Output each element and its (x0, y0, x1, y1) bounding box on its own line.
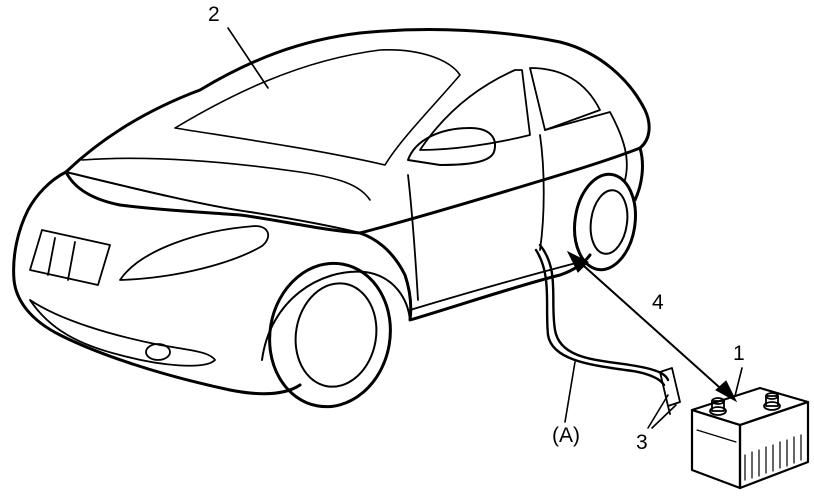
front-side-window (419, 69, 531, 151)
rear-tire (573, 172, 637, 272)
leader-2 (227, 27, 269, 89)
cover-hem-line (65, 171, 361, 234)
cable-a (538, 243, 670, 382)
battery-terminal-negative (709, 397, 727, 416)
windshield-line (174, 49, 461, 166)
rocker-panel (409, 261, 581, 311)
clip-pair (659, 367, 681, 415)
rear-quarter (544, 111, 628, 181)
rear-rim (589, 189, 629, 255)
battery-top (690, 386, 810, 427)
battery-front (690, 408, 742, 490)
car-body-outline (12, 146, 644, 396)
arrowhead-bottom (715, 380, 738, 403)
callout-1: 1 (733, 342, 745, 365)
front-tire (268, 261, 392, 409)
leader-3b (651, 404, 677, 429)
rear-door-line (539, 134, 545, 251)
side-mirror (407, 127, 496, 166)
battery-terminal-positive (763, 392, 781, 411)
front-rim (294, 282, 378, 388)
leader-3a (647, 394, 669, 429)
leader-a (564, 361, 576, 423)
cable-a-second (534, 248, 666, 387)
front-door-line (407, 174, 419, 301)
callout-a: (A) (552, 424, 580, 447)
lower-intake (29, 299, 216, 367)
callout-4: 4 (652, 291, 664, 314)
fender-arch-front (261, 270, 411, 361)
headlight (119, 225, 270, 281)
arrowhead-top (566, 250, 589, 273)
hood-crease (81, 157, 371, 201)
car-cover (64, 28, 651, 235)
distance-arrow-line (574, 257, 729, 396)
grille (29, 229, 111, 286)
fog-light (145, 343, 171, 361)
callout-2: 2 (208, 3, 220, 26)
leader-1 (734, 367, 743, 397)
rear-side-window (529, 67, 601, 131)
callout-3: 3 (636, 431, 648, 454)
battery-ribs (696, 429, 802, 481)
battery-side (738, 400, 810, 490)
